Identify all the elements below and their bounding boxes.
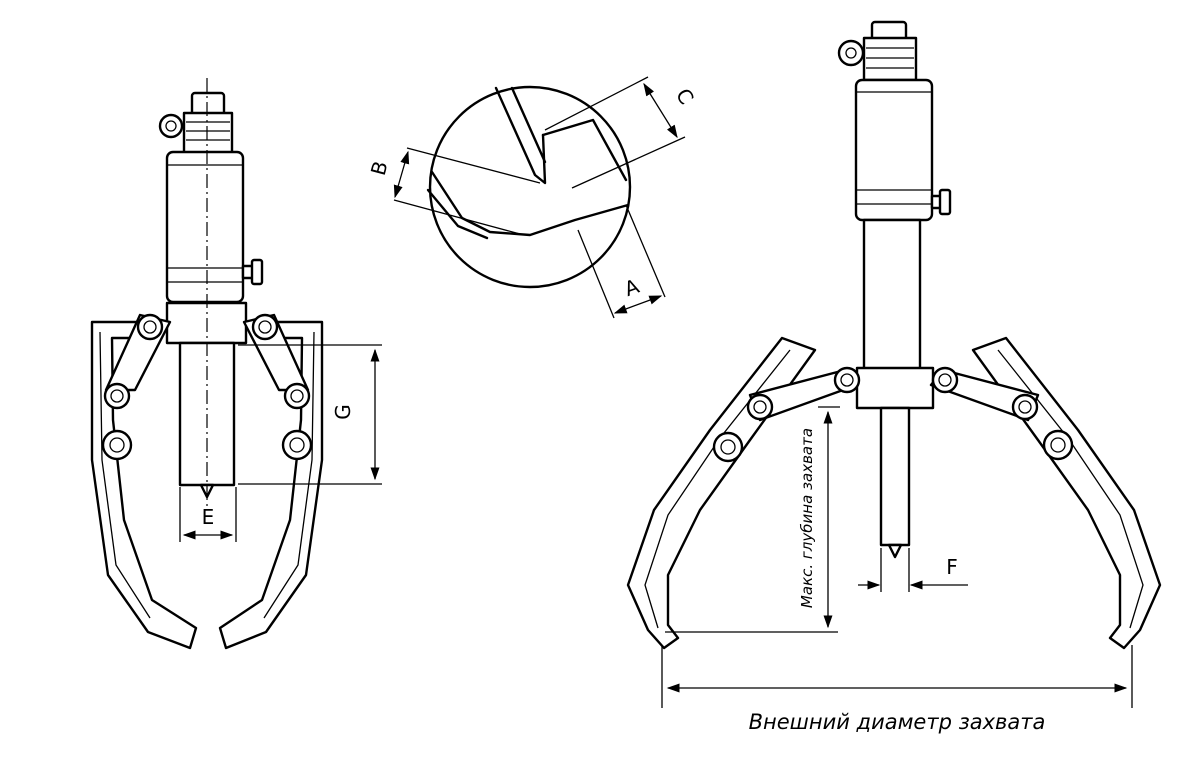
right-puller [626,20,1162,708]
label-e: E [202,505,215,529]
label-a: A [621,274,642,301]
caption-outer-diameter: Внешний диаметр захвата [749,710,1046,734]
label-g: G [331,404,355,420]
label-f: F [946,555,958,579]
caption-max-depth: Макс. глубина захвата [798,428,816,608]
label-c: C [671,84,699,109]
label-b: B [366,158,393,177]
left-puller [90,78,382,650]
jaw-tip-detail [393,76,686,319]
